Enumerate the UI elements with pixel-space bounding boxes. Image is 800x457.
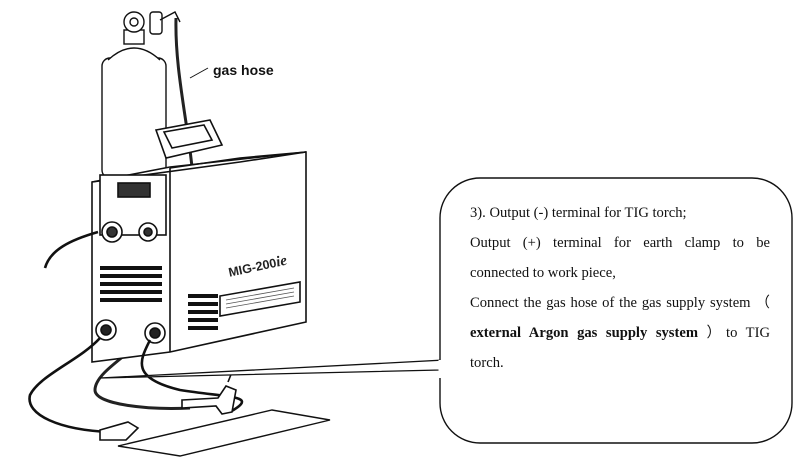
gas-hose-label: gas hose [213,62,274,78]
callout-pointer [99,359,447,379]
callout-line-3-post: ）to TIG torch. [470,325,770,371]
gas-hose-label-leader [189,67,209,79]
callout-line-1: 3). Output (-) terminal for TIG torch; [470,205,687,221]
callout-bubble [439,177,793,444]
work-piece [117,409,331,457]
callout-line-3: Connect the gas hose of the gas supply s… [470,288,770,378]
cables [28,230,244,434]
gas-cylinder [101,11,181,179]
callout-line-2: Output (+) terminal for earth clamp to b… [470,235,770,281]
callout-line-3-pre: Connect the gas hose of the gas supply s… [470,295,770,311]
callout-text: 3). Output (-) terminal for TIG torch; O… [470,198,770,378]
callout-line-3-bold: external Argon gas supply system [470,325,698,341]
earth-clamp [99,421,140,441]
welder-machine [91,119,307,363]
tig-torch [181,371,237,415]
